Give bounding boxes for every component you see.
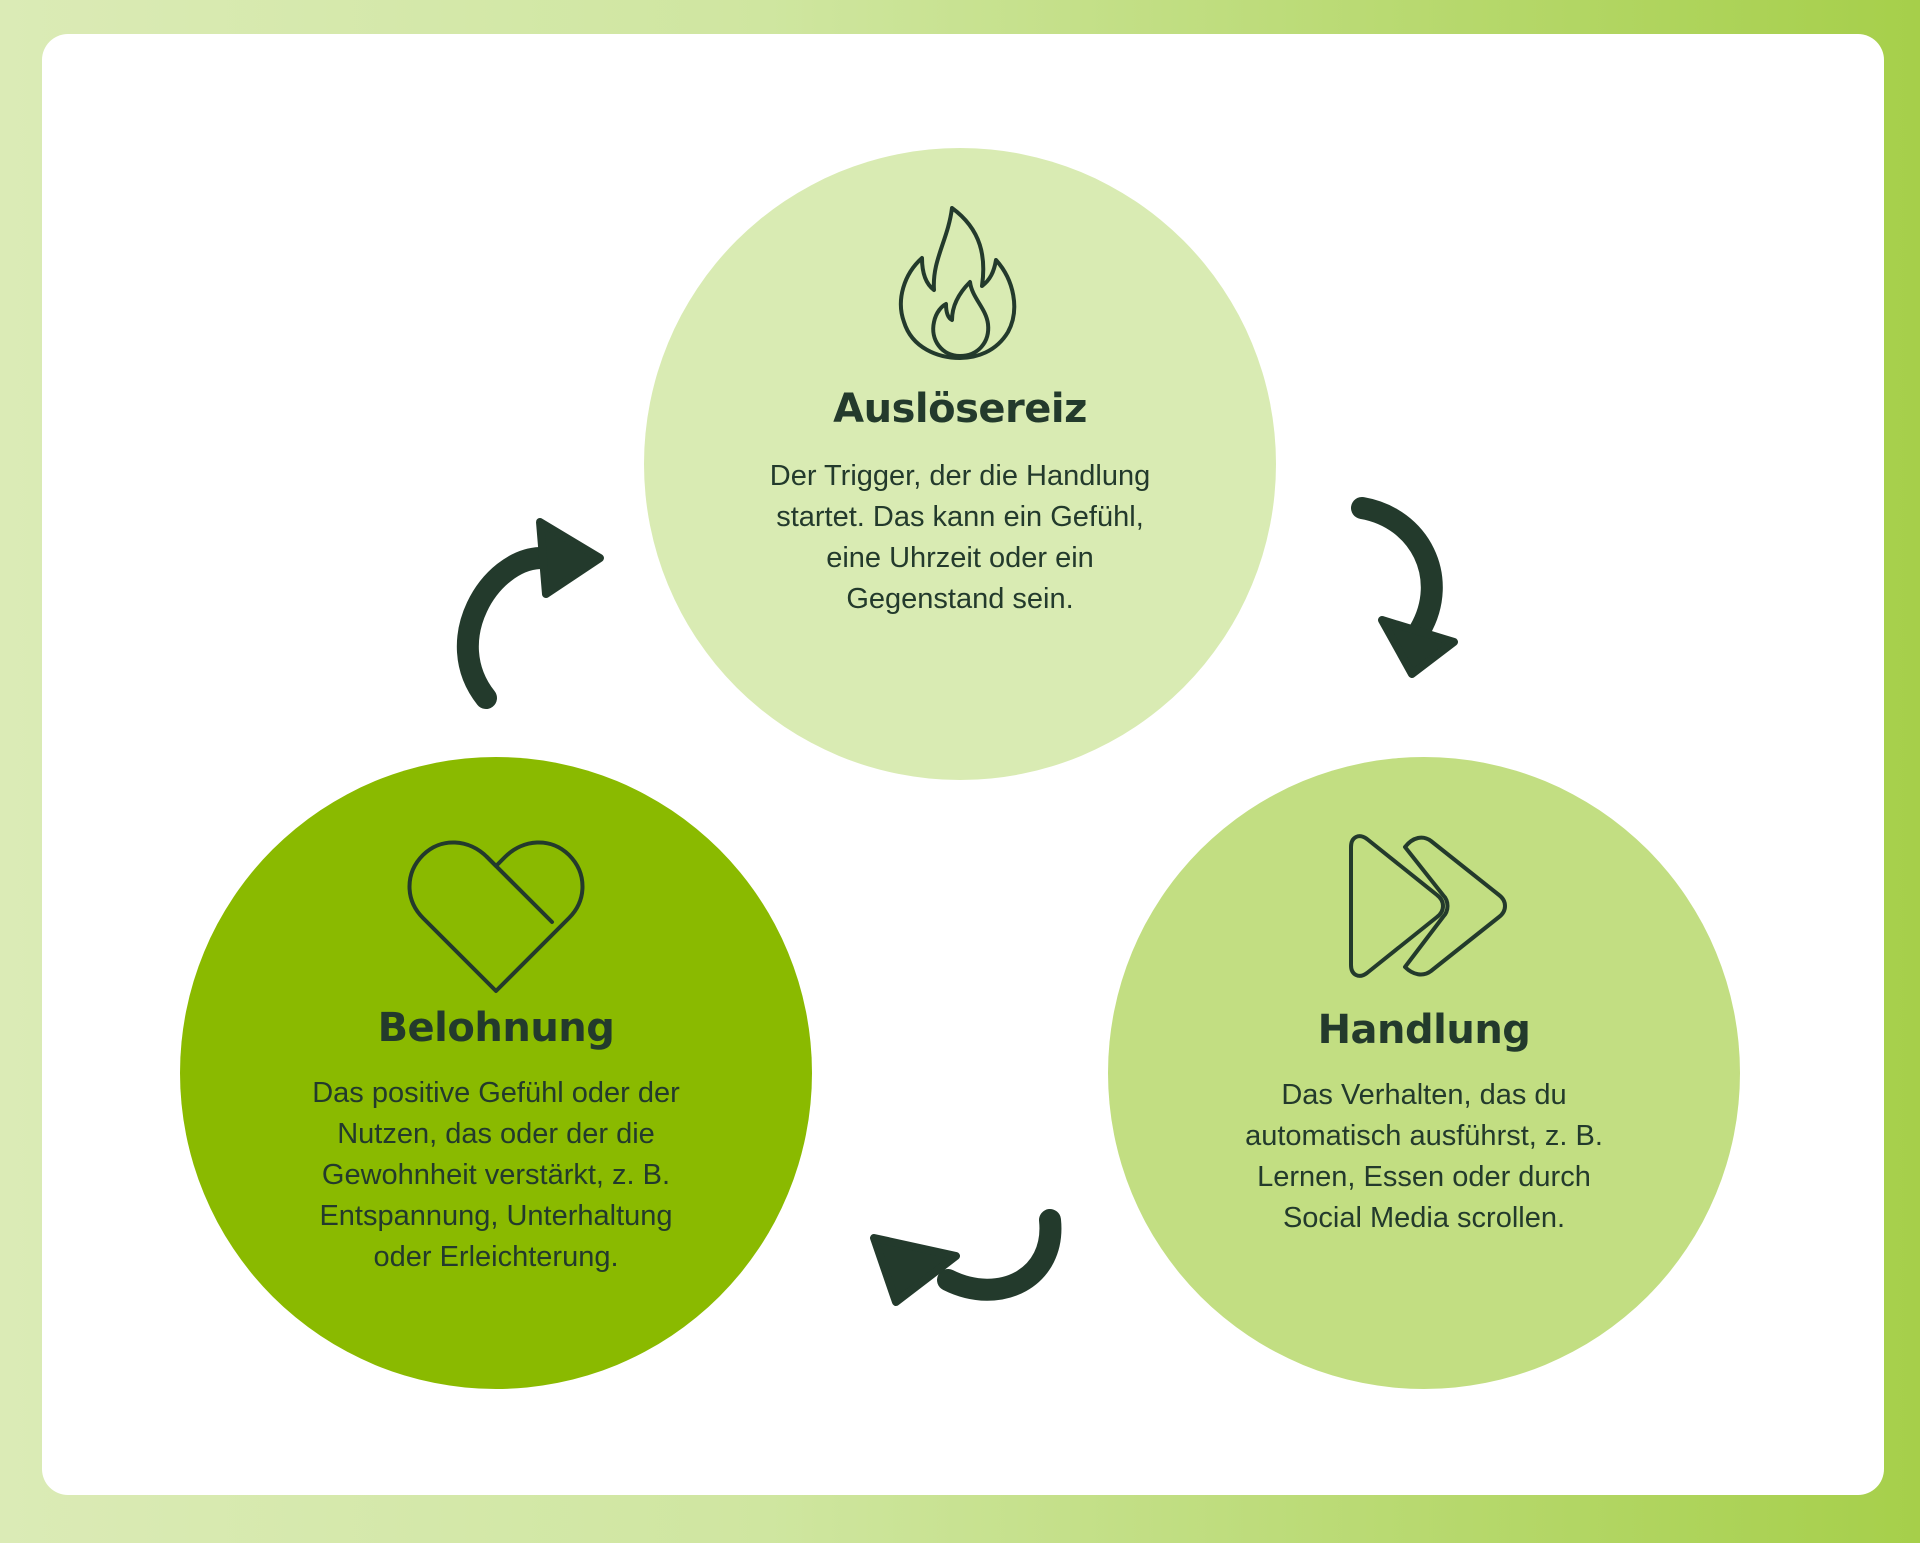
node-description: Der Trigger, der die Handlung startet. D… xyxy=(769,460,1151,615)
flame-icon xyxy=(898,206,1017,360)
heart-icon xyxy=(407,840,585,993)
node-description: Das positive Gefühl oder der Nutzen, das… xyxy=(312,1077,680,1273)
arrow-trigger-to-action xyxy=(1351,497,1458,678)
node-title: Belohnung xyxy=(377,1005,615,1051)
node-trigger: Auslösereiz Der Trigger, der die Handlun… xyxy=(644,148,1276,780)
arrow-reward-to-trigger xyxy=(456,518,604,709)
arrow-action-to-reward xyxy=(870,1209,1062,1306)
node-action: Handlung Das Verhalten, das du automatis… xyxy=(1108,757,1740,1389)
node-description: Das Verhalten, das du automatisch ausfüh… xyxy=(1245,1079,1603,1234)
node-title: Auslösereiz xyxy=(833,386,1087,432)
node-title: Handlung xyxy=(1317,1007,1531,1053)
node-reward: Belohnung Das positive Gefühl oder der N… xyxy=(180,757,812,1389)
fast-forward-icon xyxy=(1349,834,1507,978)
